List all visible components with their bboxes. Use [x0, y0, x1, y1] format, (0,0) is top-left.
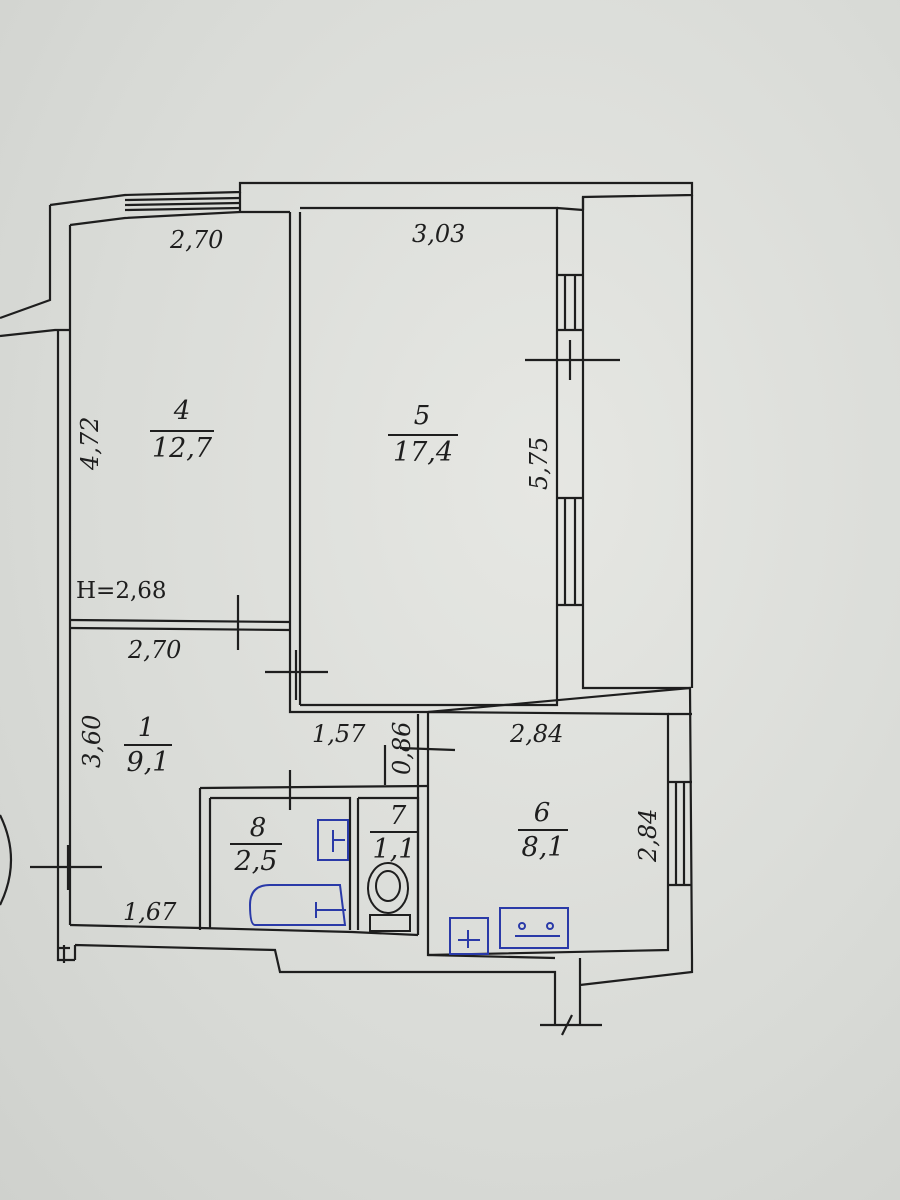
dim-room1-width-bottom: 1,67	[123, 898, 177, 926]
window-room6	[668, 780, 692, 887]
dim-corridor-depth: 0,86	[388, 721, 416, 775]
room6-outline	[426, 710, 670, 957]
dim-room5-width: 3,03	[412, 220, 466, 248]
room-1-number: 1	[137, 713, 155, 743]
window-room4	[124, 196, 241, 212]
room-7-number: 7	[389, 801, 407, 831]
room-1-area: 9,1	[124, 744, 172, 776]
dim-room6-width: 2,84	[510, 720, 564, 748]
room-5-number: 5	[413, 401, 431, 431]
left-wall-outer	[56, 330, 75, 962]
room-4-number: 4	[173, 396, 191, 426]
ceiling-height-label: H=2,68	[76, 578, 167, 604]
stove-icon	[499, 907, 569, 949]
outer-wall	[49, 181, 694, 210]
dim-room5-length: 5,75	[525, 436, 553, 490]
kitchen-sink-icon	[449, 917, 489, 955]
partition-4-1	[69, 618, 291, 632]
room-6-number: 6	[533, 798, 551, 828]
dim-room4-width: 2,70	[170, 226, 224, 254]
bottom-wall	[69, 923, 694, 1025]
room-8-area: 2,5	[230, 843, 282, 875]
outer-wall-inner-top	[69, 210, 290, 227]
room5-outline	[300, 206, 559, 707]
toilet-icon	[367, 862, 411, 932]
dim-room1-width-top: 2,70	[128, 636, 182, 664]
window-room5-lower	[557, 496, 583, 607]
room-5-area: 17,4	[388, 434, 458, 466]
loggia	[581, 195, 694, 690]
dim-room1-length: 3,60	[78, 714, 106, 768]
dim-corridor-width: 1,57	[312, 720, 366, 748]
dim-room4-length: 4,72	[76, 416, 104, 470]
wall-4-5	[288, 212, 428, 714]
dim-room6-length: 2,84	[634, 808, 662, 862]
room-8-number: 8	[249, 813, 267, 843]
left-wall-stub	[0, 205, 70, 338]
window-room5-upper	[557, 273, 583, 332]
room-4-area: 12,7	[150, 430, 214, 462]
sink-icon	[317, 819, 349, 861]
bathroom-block	[198, 784, 429, 930]
room-7-area: 1,1	[370, 831, 418, 863]
bathtub-icon	[248, 884, 347, 926]
room-6-area: 8,1	[518, 829, 568, 861]
